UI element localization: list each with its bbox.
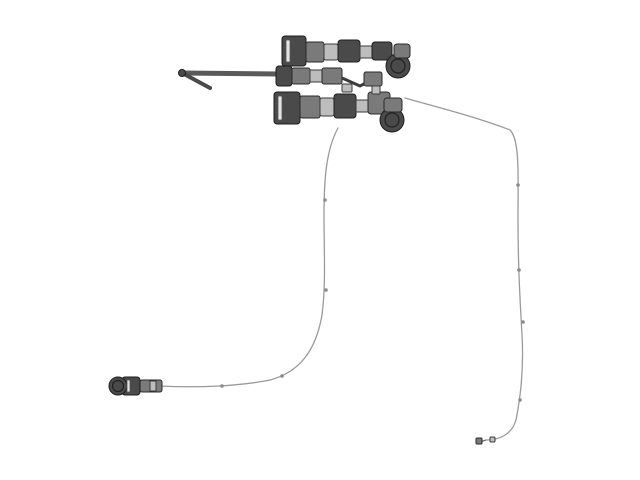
right-wire-run — [404, 97, 524, 441]
bottom-terminal — [475, 436, 496, 445]
connector-cluster — [273, 35, 411, 133]
left-wire-run — [159, 127, 339, 388]
wire-clips — [220, 183, 525, 402]
left-end-connector — [108, 376, 163, 396]
probe-arm — [178, 69, 281, 90]
